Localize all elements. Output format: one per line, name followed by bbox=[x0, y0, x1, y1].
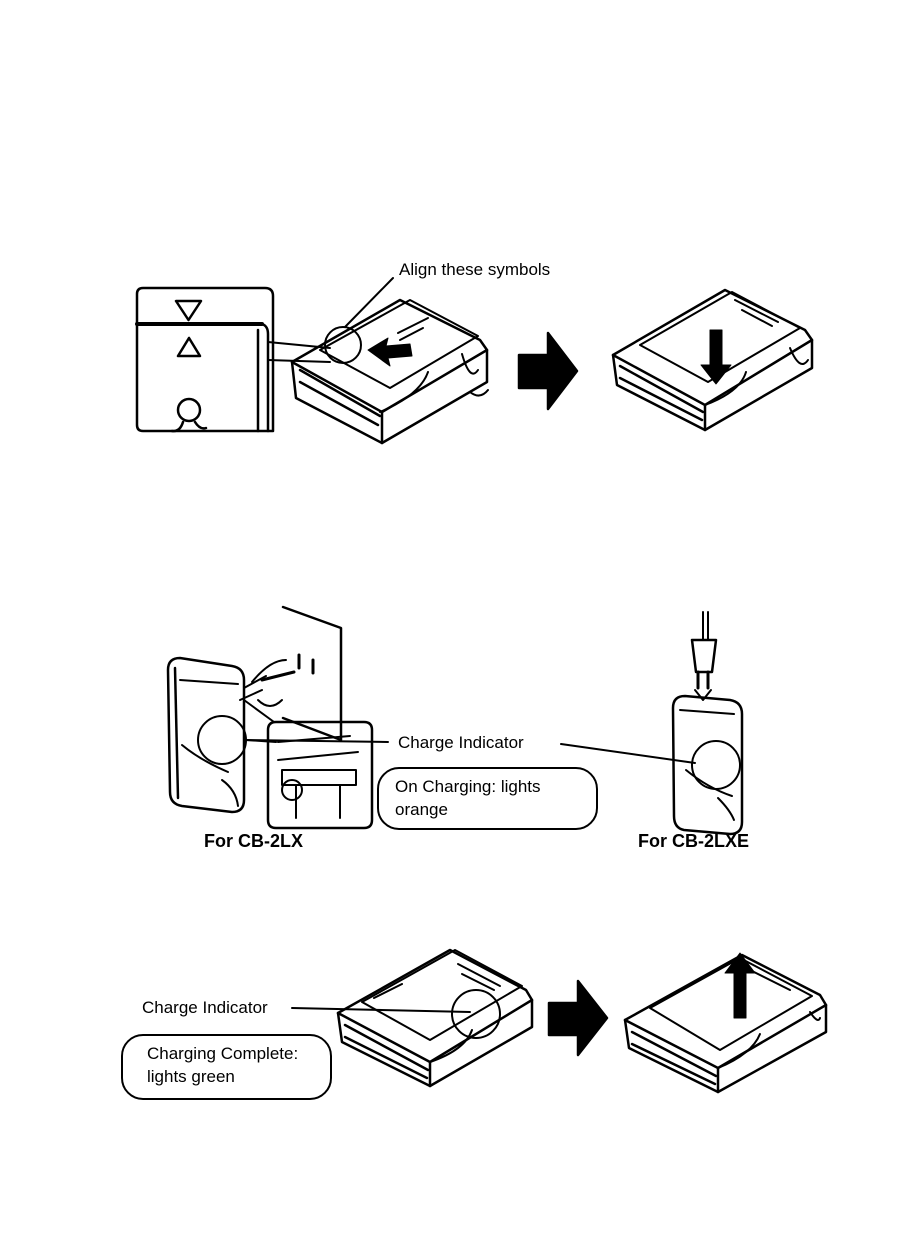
charger-insert-battery bbox=[292, 278, 488, 443]
battery-symbol bbox=[172, 399, 206, 431]
triangle-up-icon bbox=[178, 338, 200, 356]
arrow-right-icon-2 bbox=[549, 981, 607, 1055]
plug-inset bbox=[244, 700, 372, 828]
symbol-inset bbox=[137, 288, 330, 431]
align-symbols-label: Align these symbols bbox=[399, 260, 550, 280]
leader-line-charge-indicator-b bbox=[561, 744, 695, 763]
leader-line-complete bbox=[292, 1008, 470, 1012]
charger-cb2lx bbox=[168, 658, 294, 812]
model-label-cb2lx: For CB-2LX bbox=[204, 831, 303, 851]
plug-icon bbox=[692, 612, 716, 700]
arrow-left-icon bbox=[368, 338, 412, 366]
charger-charging-complete bbox=[338, 950, 532, 1086]
charger-remove-battery bbox=[625, 955, 826, 1092]
complete-note-text: Charging Complete: lights green bbox=[147, 1044, 298, 1086]
charge-indicator-label-step3: Charge Indicator bbox=[142, 998, 268, 1018]
arrow-right-icon bbox=[519, 333, 577, 409]
charge-indicator-label: Charge Indicator bbox=[398, 733, 524, 753]
complete-note-bubble: Charging Complete: lights green bbox=[121, 1034, 332, 1100]
charging-note-bubble: On Charging: lights orange bbox=[377, 767, 598, 830]
triangle-down-icon bbox=[176, 301, 201, 320]
model-label-cb2lxe: For CB-2LXE bbox=[638, 831, 749, 851]
charger-cb2lxe bbox=[673, 696, 742, 834]
arrow-down-icon bbox=[701, 330, 731, 384]
charging-note-text: On Charging: lights orange bbox=[395, 777, 541, 819]
